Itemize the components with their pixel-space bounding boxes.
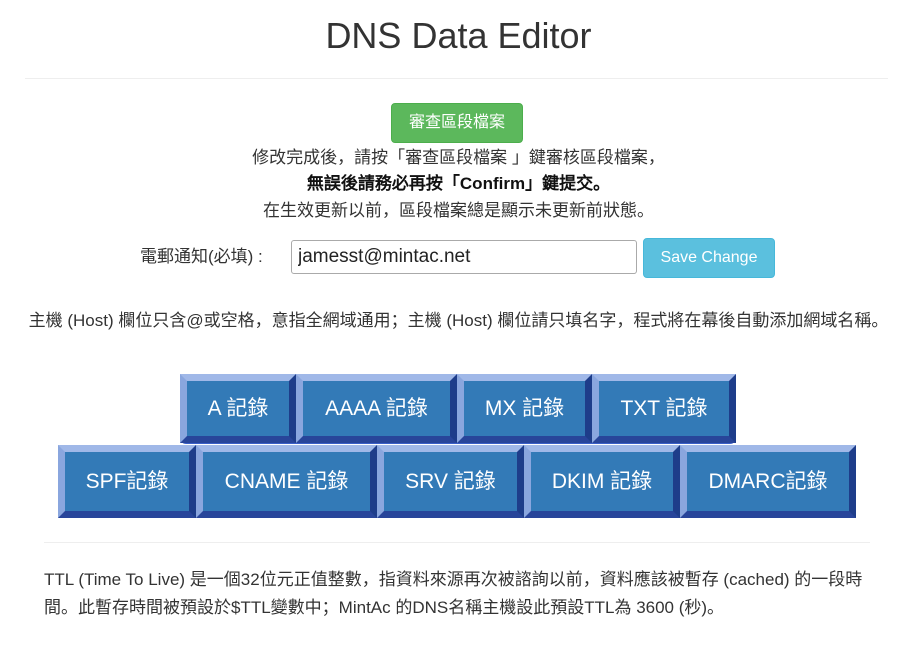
page-title: DNS Data Editor (325, 15, 592, 56)
mx-record-button[interactable]: MX 記錄 (457, 374, 592, 443)
email-notification-input[interactable] (291, 240, 637, 274)
aaaa-record-button[interactable]: AAAA 記錄 (296, 374, 457, 443)
review-zone-file-button[interactable]: 審查區段檔案 (391, 103, 523, 143)
review-instruction-line-2: 無誤後請務必再按「Confirm」鍵提交。 (306, 174, 611, 193)
review-instruction-line-1: 修改完成後，請按「審查區段檔案 」鍵審核區段檔案， (252, 148, 665, 167)
save-change-button[interactable]: Save Change (643, 238, 775, 278)
a-record-button[interactable]: A 記錄 (180, 374, 296, 443)
dkim-record-button[interactable]: DKIM 記錄 (524, 445, 680, 518)
header-divider (25, 78, 888, 79)
txt-record-button[interactable]: TXT 記錄 (592, 374, 736, 443)
email-notification-label: 電郵通知(必填) : (140, 247, 263, 266)
ttl-divider (44, 542, 870, 543)
spf-record-button[interactable]: SPF記錄 (58, 445, 196, 518)
dmarc-record-button[interactable]: DMARC記錄 (680, 445, 856, 518)
ttl-explanation: TTL (Time To Live) 是一個32位元正值整數，指資料來源再次被諮… (44, 570, 863, 617)
host-field-note: 主機 (Host) 欄位只含@或空格，意指全網域通用；主機 (Host) 欄位請… (28, 311, 889, 330)
srv-record-button[interactable]: SRV 記錄 (377, 445, 524, 518)
review-instruction-line-3: 在生效更新以前，區段檔案總是顯示未更新前狀態。 (263, 201, 654, 220)
cname-record-button[interactable]: CNAME 記錄 (196, 445, 377, 518)
